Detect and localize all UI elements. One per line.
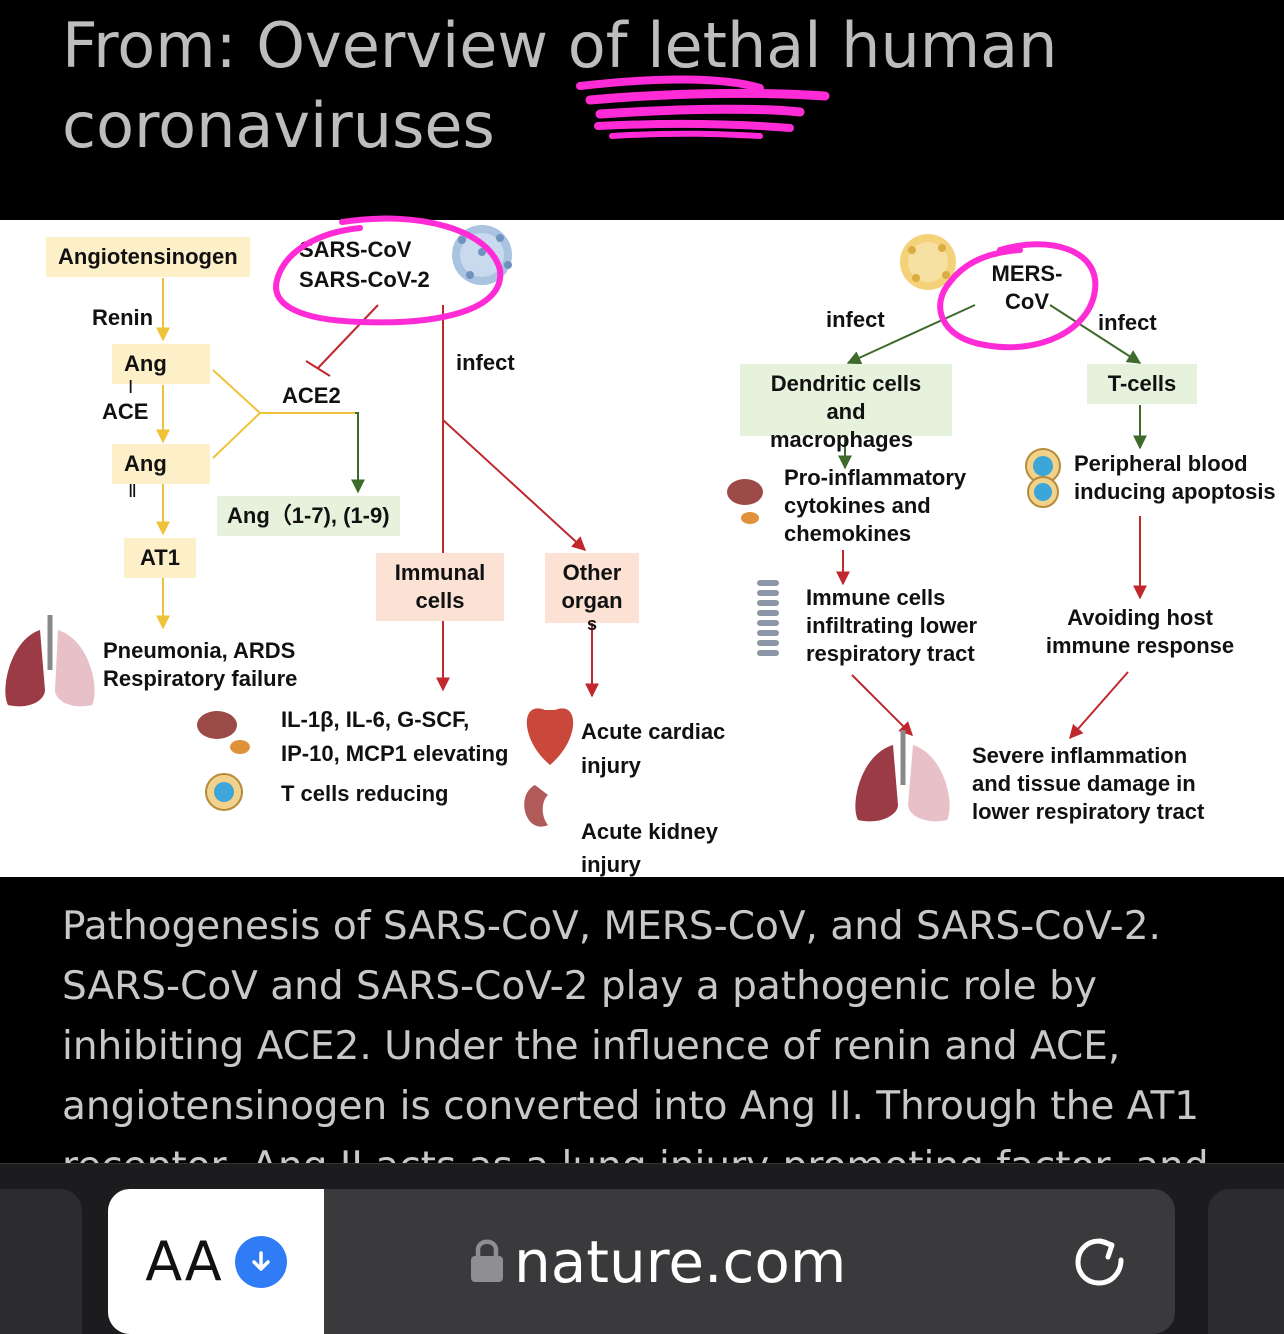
proinflam-line-2: cytokines and xyxy=(784,493,931,518)
immunal-cells-box: Immunal cells xyxy=(376,553,504,621)
ang-ii-numeral: Ⅱ xyxy=(128,481,137,501)
peripheral-line-2: inducing apoptosis xyxy=(1074,479,1276,504)
severe-line-2: and tissue damage in xyxy=(972,771,1196,796)
other-organs-box: Other organ s xyxy=(545,553,639,633)
renin-label: Renin xyxy=(92,305,154,330)
infect-label-mers-right: infect xyxy=(1098,310,1157,335)
dendritic-cells-box: Dendritic cells and macrophages xyxy=(740,364,952,452)
severe-line-3: lower respiratory tract xyxy=(972,799,1205,824)
ang-i-label: Ang xyxy=(124,351,167,376)
t-cells-box: T-cells xyxy=(1087,364,1197,404)
t-cell-icon xyxy=(205,773,243,811)
ang-i-numeral: Ⅰ xyxy=(128,377,134,397)
other-organs-line-2: organ xyxy=(561,588,623,613)
infect-label-mers-left: infect xyxy=(826,307,885,332)
blood-cell-icon xyxy=(1025,448,1061,508)
dendritic-line-2: and xyxy=(826,399,866,424)
cytokine-blob-icon-right xyxy=(727,479,763,524)
url-text: nature.com xyxy=(514,1228,847,1296)
other-organs-line-1: Other xyxy=(562,560,622,585)
aa-label: AA xyxy=(145,1230,223,1293)
reload-icon[interactable] xyxy=(1066,1229,1130,1293)
reader-settings-button[interactable]: AA xyxy=(108,1189,324,1334)
at1-label: AT1 xyxy=(124,538,196,578)
immune-infil-line-3: respiratory tract xyxy=(806,641,975,666)
pneumonia-line-2: Respiratory failure xyxy=(103,666,298,691)
sars-virus-icon xyxy=(452,225,512,285)
figure-header: From: Overview of lethal human coronavir… xyxy=(0,0,1284,220)
download-icon[interactable] xyxy=(234,1235,287,1288)
kidney-line-1: Acute kidney xyxy=(581,819,718,844)
ace-label: ACE xyxy=(102,399,149,424)
cardiac-line-2: injury xyxy=(581,753,641,778)
infect-label-sars: infect xyxy=(456,350,515,375)
avoiding-line-2: immune response xyxy=(1045,633,1235,658)
peripheral-line-1: Peripheral blood xyxy=(1074,451,1248,476)
kidney-icon xyxy=(524,785,548,827)
next-tab-preview[interactable] xyxy=(1208,1189,1284,1334)
immune-infil-line-2: infiltrating lower xyxy=(806,613,978,638)
cytokines-line-2: IP-10, MCP1 elevating xyxy=(281,741,509,766)
kidney-line-2: injury xyxy=(581,852,641,877)
proinflam-line-3: chemokines xyxy=(784,521,912,546)
severe-line-1: Severe inflammation xyxy=(972,743,1188,768)
ang-17-19-label: Ang（1-7), (1-9) xyxy=(217,496,400,536)
cardiac-line-1: Acute cardiac xyxy=(581,719,726,744)
url-display[interactable]: nature.com xyxy=(470,1227,846,1297)
ang-ii-box: Ang xyxy=(112,444,210,484)
t-cells-reducing-label: T cells reducing xyxy=(281,781,449,806)
dendritic-line-1: Dendritic cells xyxy=(770,371,922,396)
trachea-icon xyxy=(757,580,779,656)
lungs-icon-left xyxy=(5,615,95,707)
immunal-cells-line-2: cells xyxy=(415,588,465,613)
pathogenesis-figure: Angiotensinogen Renin Ang Ⅰ ACE Ang Ⅱ AT… xyxy=(0,220,1284,877)
previous-tab-preview[interactable] xyxy=(0,1189,82,1334)
heart-icon xyxy=(526,708,574,765)
lock-icon xyxy=(470,1237,504,1288)
avoiding-line-1: Avoiding host xyxy=(1067,605,1213,630)
sars-cov-label: SARS-CoV xyxy=(299,237,412,262)
proinflam-line-1: Pro-inflammatory xyxy=(784,465,967,490)
ace2-label: ACE2 xyxy=(282,383,341,408)
lungs-icon-right xyxy=(855,730,950,822)
cytokines-line-1: IL-1β, IL-6, G-SCF, xyxy=(281,707,470,732)
immune-infil-line-1: Immune cells xyxy=(806,585,946,610)
mers-line-2: CoV xyxy=(1005,289,1049,314)
ang-i-box: Ang xyxy=(112,344,210,384)
dendritic-line-3: macrophages xyxy=(770,427,914,452)
mers-label: MERS- CoV xyxy=(975,260,1079,316)
browser-toolbar: AA nature.com xyxy=(0,1163,1284,1334)
cytokine-blob-icon xyxy=(197,711,250,754)
figure-caption: Pathogenesis of SARS-CoV, MERS-CoV, and … xyxy=(62,904,1209,1165)
mers-line-1: MERS- xyxy=(991,261,1063,286)
angiotensinogen-label: Angiotensinogen xyxy=(46,237,250,277)
mers-virus-icon xyxy=(900,234,956,290)
address-bar[interactable]: AA nature.com xyxy=(108,1189,1175,1334)
ang-ii-label: Ang xyxy=(124,451,167,476)
avoiding-label: Avoiding host immune response xyxy=(1030,604,1250,660)
other-organs-line-3: s xyxy=(586,614,597,634)
sars-cov-2-label: SARS-CoV-2 xyxy=(299,267,430,292)
pneumonia-line-1: Pneumonia, ARDS xyxy=(103,638,296,663)
immunal-cells-line-1: Immunal xyxy=(394,560,486,585)
page-title: From: Overview of lethal human coronavir… xyxy=(62,9,1058,162)
